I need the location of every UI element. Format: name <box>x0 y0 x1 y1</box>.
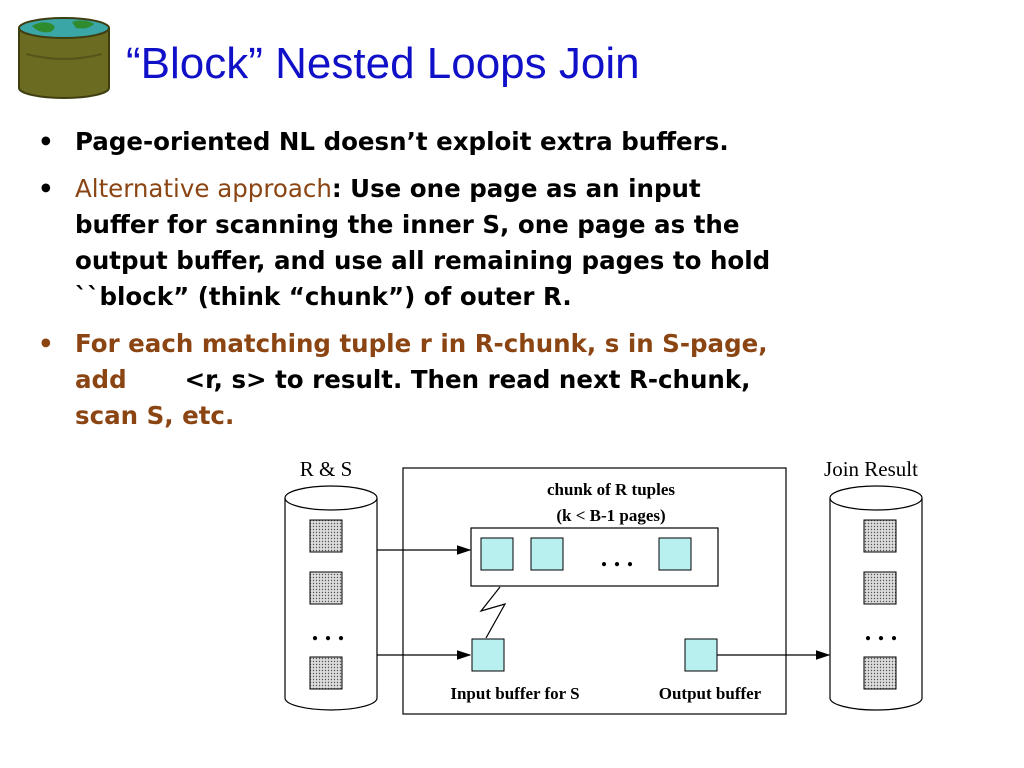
buffer-page <box>530 537 564 571</box>
bullet-text: scan S, etc. <box>75 401 235 430</box>
main-memory-box <box>402 467 787 715</box>
buffer-page <box>658 537 692 571</box>
alternative-approach-label: Alternative approach <box>75 174 332 203</box>
globe-database-icon <box>18 17 110 99</box>
bullet-list: Page-oriented NL doesn’t exploit extra b… <box>38 124 958 445</box>
chunk-label: chunk of R tuples <box>547 480 675 499</box>
bullet-text: output buffer, and use all remaining pag… <box>75 246 771 275</box>
bullet-text: <r, s> to result. Then read next R-chunk… <box>184 365 751 394</box>
input-buffer-page <box>471 638 505 672</box>
bullet-text: add <box>75 365 127 394</box>
bullet-text: : Use one page as an input <box>331 174 701 203</box>
disk-ellipsis: . . . <box>865 617 898 646</box>
bullet-item-2: Alternative approach: Use one page as an… <box>38 171 958 315</box>
buffer-page <box>480 537 514 571</box>
bullet-text: buffer for scanning the inner S, one pag… <box>75 210 740 239</box>
input-buffer-label: Input buffer for S <box>450 684 579 703</box>
right-disk-label: Join Result <box>824 457 918 481</box>
disk-page <box>863 656 897 690</box>
disk-page <box>309 519 343 553</box>
disk-page <box>863 519 897 553</box>
chunk-ellipsis: . . . <box>601 543 634 572</box>
disk-page <box>309 571 343 605</box>
disk-ellipsis: . . . <box>312 617 345 646</box>
join-zigzag <box>479 586 507 639</box>
bullet-item-3: For each matching tuple r in R-chunk, s … <box>38 326 958 434</box>
left-disk-label: R & S <box>300 457 353 481</box>
bullet-text: ``block” (think “chunk”) of outer R. <box>75 282 572 311</box>
chunk-size-label: (k < B-1 pages) <box>556 506 665 525</box>
bullet-text: Page-oriented NL doesn’t exploit extra b… <box>75 127 729 156</box>
output-buffer-label: Output buffer <box>659 684 762 703</box>
disk-page <box>309 656 343 690</box>
bullet-item-1: Page-oriented NL doesn’t exploit extra b… <box>38 124 958 160</box>
slide-title: “Block” Nested Loops Join <box>126 39 640 88</box>
disk-page <box>863 571 897 605</box>
bullet-text: For each matching tuple r in R-chunk, s … <box>75 329 768 358</box>
output-buffer-page <box>684 638 718 672</box>
